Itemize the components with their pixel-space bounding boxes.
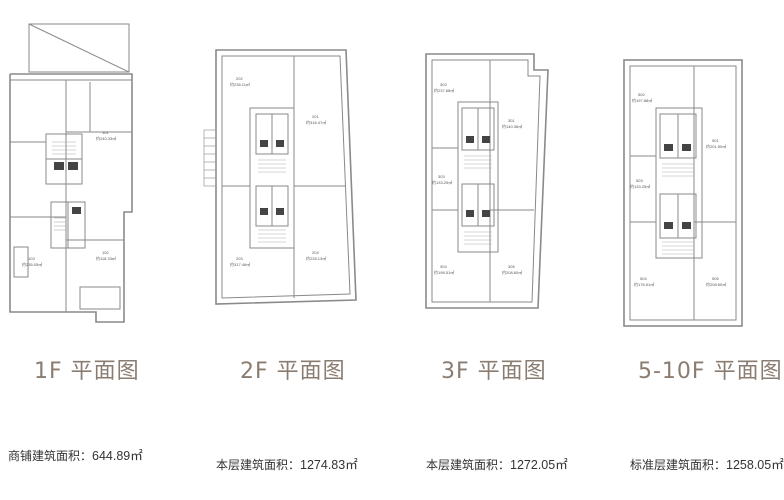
floor-title-2f: 2F 平面图 [240, 359, 346, 384]
room-502-label: 502 [638, 92, 645, 97]
floor-title-1f: 1F 平面图 [34, 359, 140, 384]
room-202-area: 约235.11㎡ [230, 81, 250, 87]
room-201-area: 约316.47㎡ [306, 119, 326, 125]
floor-title-5-10f: 5-10F 平面图 [638, 359, 783, 384]
area-label: 标准层建筑面积： [630, 458, 727, 472]
room-101-area: 约240.33㎡ [96, 135, 116, 141]
area-caption-3f: 本层建筑面积：1272.05㎡ [426, 454, 568, 473]
room-505-label: 505 [712, 276, 719, 281]
room-504-label: 504 [640, 276, 647, 281]
room-504-area: 约176.51㎡ [634, 281, 654, 287]
room-301-label: 301 [508, 118, 515, 123]
room-204-label: 204 [312, 250, 319, 255]
floor-plan-2f: 202 约235.11㎡ 201 约316.47㎡ 203 约317.46㎡ 2… [200, 48, 360, 320]
room-204-area: 约228.13㎡ [306, 255, 326, 261]
floor-title-3f: 3F 平面图 [441, 359, 547, 384]
area-value: 1258.05㎡ [726, 458, 784, 472]
area-label: 商铺建筑面积： [8, 449, 93, 463]
area-value: 1274.83㎡ [300, 458, 358, 472]
room-304-label: 304 [440, 264, 447, 269]
room-203-area: 约317.46㎡ [230, 261, 250, 267]
room-103-area: 约235.05㎡ [22, 261, 42, 267]
floor-plan-3f: 302 约237.68㎡ 301 约140.36㎡ 303 约133.25㎡ 3… [420, 50, 550, 322]
room-103-label: 103 [28, 256, 35, 261]
room-505-area: 约208.60㎡ [706, 281, 726, 287]
room-503-area: 约133.25㎡ [630, 183, 650, 189]
room-101-label: 101 [102, 130, 109, 135]
room-201-label: 201 [312, 114, 319, 119]
floor-plan-1f: 101 约240.33㎡ 102 约118.33㎡ 103 约235.05㎡ [6, 22, 134, 324]
room-501-area: 约201.50㎡ [706, 143, 726, 149]
area-label: 本层建筑面积： [426, 458, 511, 472]
area-caption-2f: 本层建筑面积：1274.83㎡ [216, 454, 358, 473]
room-102-label: 102 [102, 250, 109, 255]
room-305-label: 305 [508, 264, 515, 269]
room-302-label: 302 [440, 82, 447, 87]
room-303-area: 约133.25㎡ [432, 179, 452, 185]
room-501-label: 501 [712, 138, 719, 143]
room-102-area: 约118.33㎡ [96, 255, 116, 261]
area-value: 644.89㎡ [92, 449, 143, 463]
room-502-area: 约197.88㎡ [632, 97, 652, 103]
area-caption-1f: 商铺建筑面积：644.89㎡ [8, 445, 143, 464]
room-305-area: 约208.60㎡ [502, 269, 522, 275]
area-label: 本层建筑面积： [216, 458, 301, 472]
room-203-label: 203 [236, 256, 243, 261]
room-304-area: 约198.51㎡ [434, 269, 454, 275]
area-value: 1272.05㎡ [510, 458, 568, 472]
room-202-label: 202 [236, 76, 243, 81]
room-303-label: 303 [438, 174, 445, 179]
room-503-label: 503 [636, 178, 643, 183]
floor-plan-5-10f: 502 约197.88㎡ 501 约201.50㎡ 503 约133.25㎡ 5… [620, 56, 746, 328]
area-caption-5-10f: 标准层建筑面积：1258.05㎡ [630, 454, 784, 473]
room-301-area: 约140.36㎡ [502, 123, 522, 129]
room-302-area: 约237.68㎡ [434, 87, 454, 93]
